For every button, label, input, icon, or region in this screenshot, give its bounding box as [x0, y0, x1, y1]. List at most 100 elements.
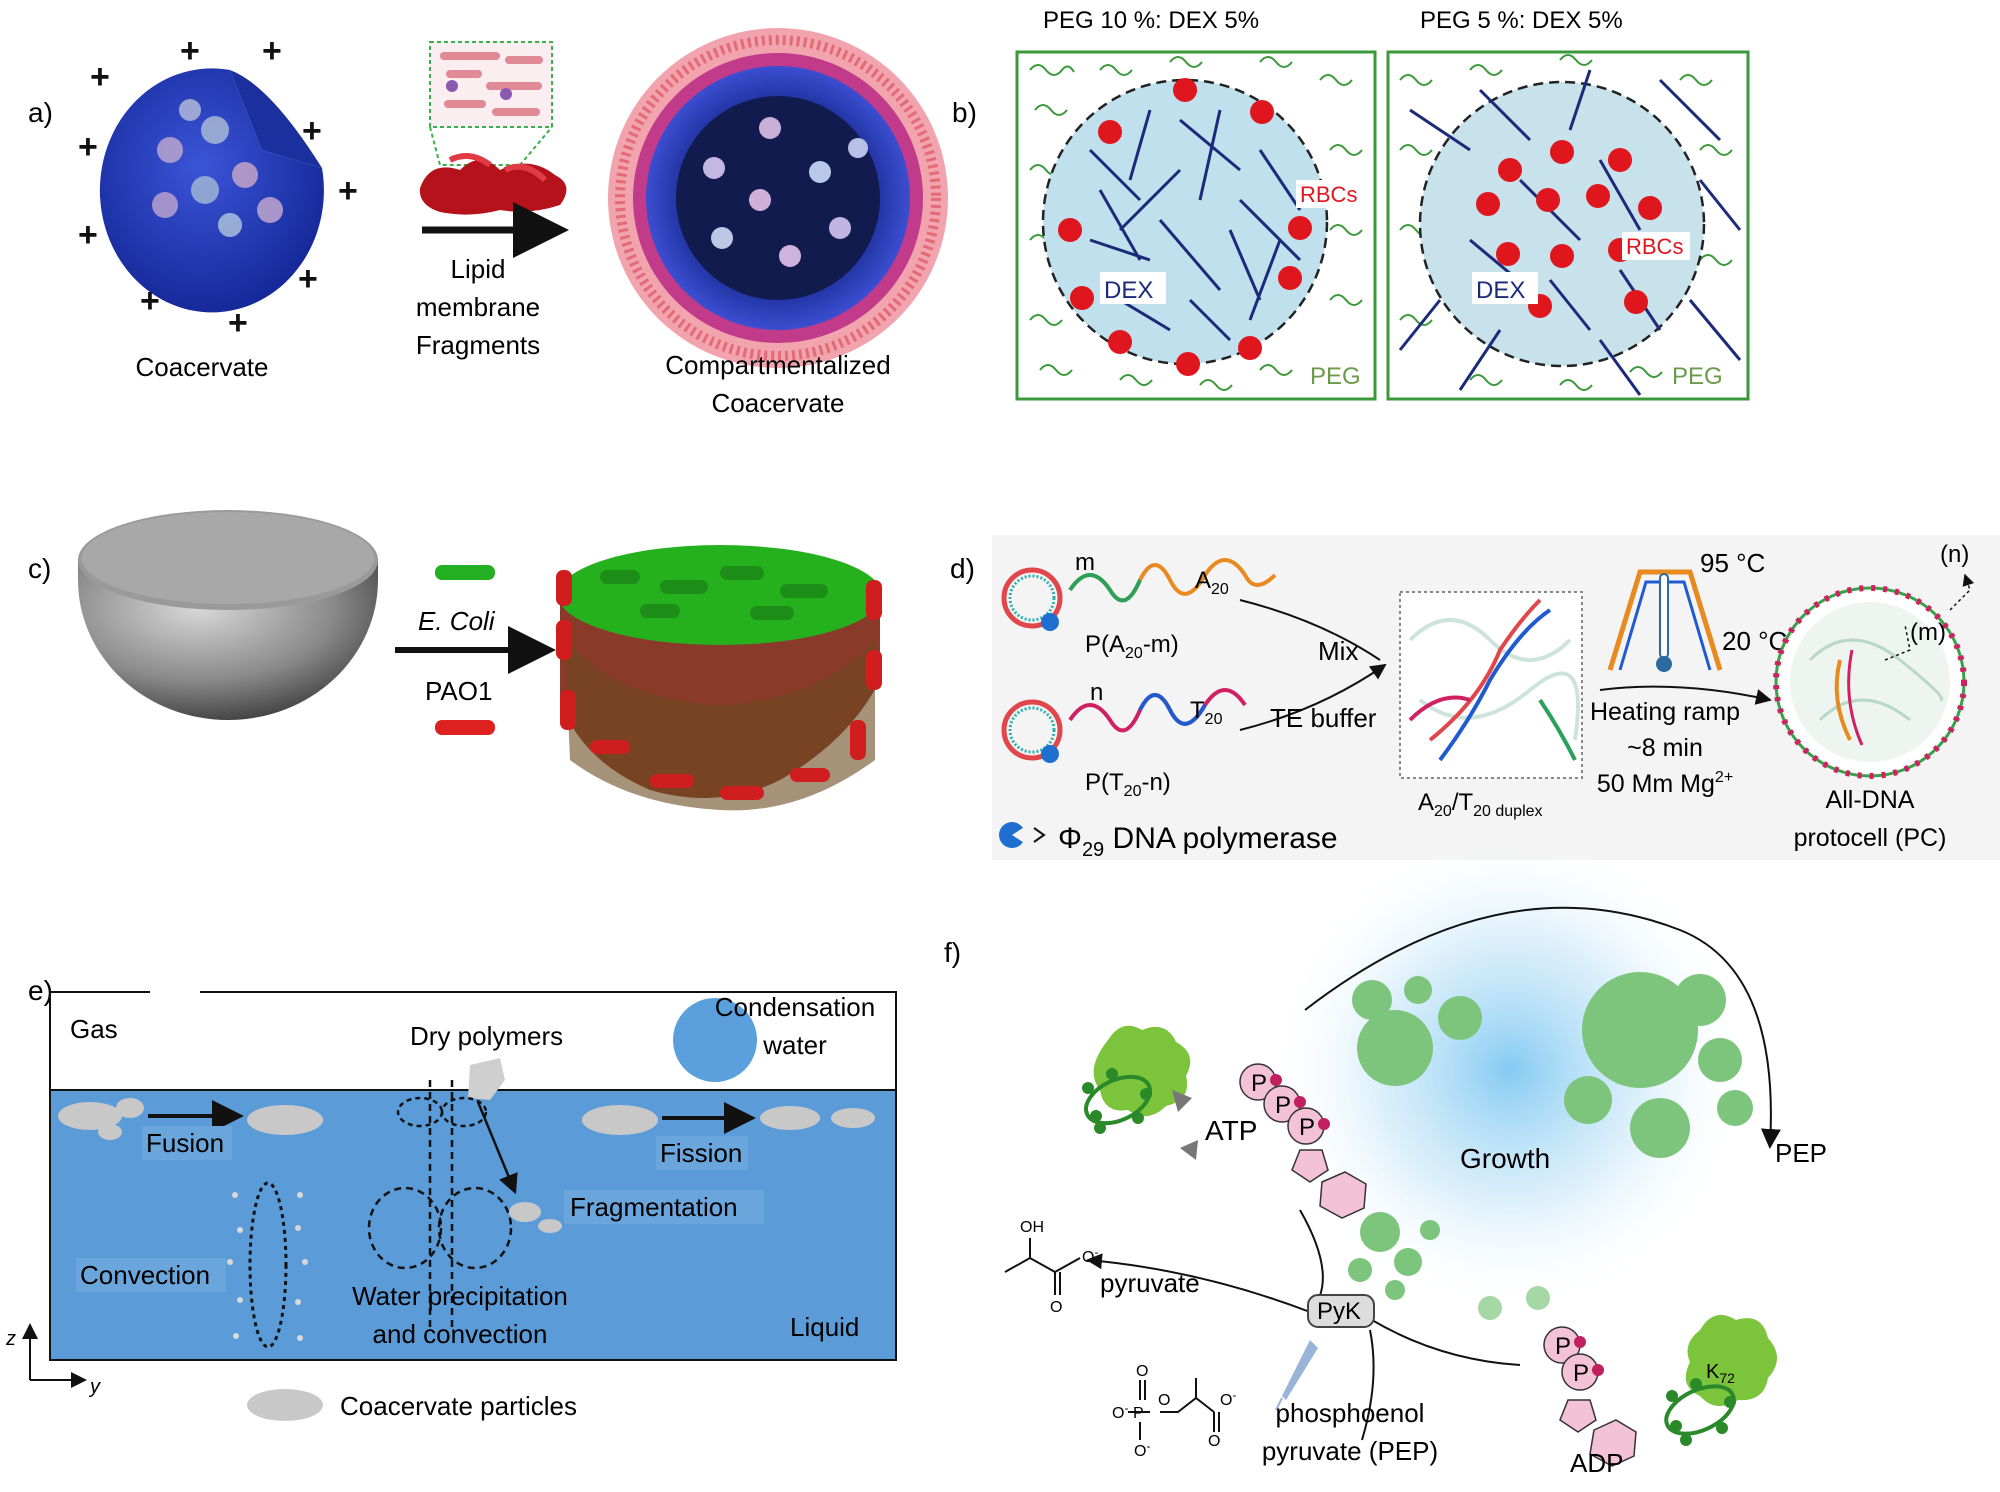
svg-text:phosphoenol: phosphoenol: [1276, 1398, 1425, 1428]
pep-right-label: PEP: [1775, 1138, 1827, 1168]
dex-label-right: DEX: [1476, 277, 1525, 304]
axis-indicator: [22, 1323, 87, 1388]
k72-coacervate-top: [1082, 1025, 1191, 1134]
svg-text:Compartmentalized: Compartmentalized: [665, 350, 890, 380]
pao1-icon: [435, 720, 495, 735]
pyk-label: PyK: [1317, 1298, 1361, 1325]
growth-arc: [1304, 906, 1781, 1149]
atp-molecule: P P P: [1239, 1063, 1367, 1219]
peg-label-left: PEG: [1310, 363, 1361, 390]
panel-d: d) m A20 P(A20-m) n T20 P(T20-n) Mix TE …: [950, 535, 2000, 861]
fusion-group: Fusion: [58, 1098, 323, 1160]
rbc-label-right: RBCs: [1626, 234, 1683, 259]
panel-c: c) E. Coli PAO1: [28, 510, 882, 811]
peg10-box: DEX RBCs PEG: [1015, 50, 1377, 401]
pep-caption: phosphoenol pyruvate (PEP): [1262, 1398, 1438, 1466]
fragmentation-label: Fragmentation: [570, 1192, 738, 1222]
svg-text:pyruvate (PEP): pyruvate (PEP): [1262, 1436, 1438, 1466]
svg-text:and convection: and convection: [373, 1319, 548, 1349]
rbcs-left: [1058, 78, 1312, 376]
panel-f-label: f): [944, 937, 961, 968]
pyruvate-o-minus: O-: [1082, 1245, 1098, 1266]
svg-text:P: P: [1275, 1092, 1291, 1119]
grey-hemisphere: [78, 510, 378, 720]
pep-structure: [1128, 1378, 1220, 1440]
svg-text:membrane: membrane: [416, 292, 540, 322]
svg-text:+: +: [298, 260, 318, 298]
peg5-box: DEX RBCs PEG: [1386, 50, 1750, 401]
panel-e-label: e): [28, 975, 53, 1006]
pyruvate-label: pyruvate: [1100, 1268, 1200, 1298]
atp-input-arrows: [1172, 1090, 1198, 1160]
strand-m-label: m: [1075, 549, 1095, 576]
product-a20-m: P(A20-m): [1085, 631, 1179, 662]
result-caption: Compartmentalized Coacervate: [665, 350, 890, 418]
lipid-fragment-zoom: [429, 41, 553, 166]
axis-z: z: [5, 1328, 16, 1350]
all-dna-protocell: [1773, 585, 1967, 779]
precipitation-group: [367, 1080, 518, 1330]
panel-b-left-title: PEG 10 %: DEX 5%: [1043, 7, 1259, 34]
adp-label: ADP: [1570, 1448, 1623, 1478]
ecoli-cluster: [600, 566, 828, 620]
svg-text:+: +: [78, 216, 98, 254]
svg-text:water: water: [762, 1030, 827, 1060]
fission-group: Fission: [582, 1102, 875, 1170]
pyruvate-oh: OH: [1020, 1219, 1044, 1236]
svg-text:P: P: [1299, 1114, 1315, 1141]
arrow-caption: Lipid membrane Fragments: [416, 254, 540, 360]
coacervate-inner-clusters: [152, 99, 283, 237]
pao1-label: PAO1: [425, 676, 492, 706]
protocell-label-n: (n): [1940, 541, 1969, 568]
compartmentalized-coacervate: [608, 28, 948, 368]
buffer-label: TE buffer: [1270, 703, 1377, 733]
svg-text:Lipid: Lipid: [451, 254, 506, 284]
legend-text: Coacervate particles: [340, 1391, 577, 1421]
svg-text:P: P: [1573, 1360, 1589, 1387]
lipid-membrane-fragments: [419, 153, 567, 215]
panel-b-right-title: PEG 5 %: DEX 5%: [1420, 7, 1623, 34]
pao1-cluster: [556, 570, 882, 800]
pep-o-carbonyl: O: [1208, 1433, 1220, 1450]
svg-text:+: +: [90, 58, 110, 96]
svg-text:Fusion: Fusion: [146, 1128, 224, 1158]
duplex-label: A20/T20 duplex: [1418, 789, 1543, 820]
mix-label: Mix: [1318, 636, 1358, 666]
svg-text:Water precipitation: Water precipitation: [352, 1281, 568, 1311]
pep-curve: [1361, 1329, 1375, 1441]
panel-c-label: c): [28, 553, 51, 584]
pep-o-bottom: O-: [1134, 1439, 1150, 1460]
coacervate-sphere: [99, 68, 324, 313]
svg-text:P: P: [1251, 1070, 1267, 1097]
bacterial-coated-hemisphere: [556, 545, 882, 811]
svg-text:Condensation: Condensation: [715, 992, 875, 1022]
panel-b-label: b): [952, 97, 977, 128]
positive-charges: + + + + + + + + + +: [78, 32, 358, 342]
svg-text:+: +: [338, 172, 358, 210]
panel-f: f) Growth PEP: [944, 830, 1827, 1478]
panel-d-label: d): [950, 553, 975, 584]
convection-group: Convection: [76, 1181, 308, 1349]
product-t20-n: P(T20-n): [1085, 769, 1171, 800]
temp-low: 20 °C: [1722, 626, 1787, 656]
svg-text:Convection: Convection: [80, 1260, 210, 1290]
template-circle-a: [1001, 567, 1063, 631]
dry-polymers-label: Dry polymers: [410, 1021, 563, 1051]
protocell-label-m: (m): [1910, 619, 1946, 646]
t20-label: T20: [1190, 697, 1223, 728]
svg-text:P: P: [1555, 1333, 1571, 1360]
pep-p: P: [1133, 1405, 1144, 1422]
growth-label: Growth: [1460, 1143, 1550, 1174]
panel-b: b) PEG 10 %: DEX 5% PEG 5 %: DEX 5%: [952, 7, 1750, 401]
svg-text:50 Mm Mg2+: 50 Mm Mg2+: [1597, 769, 1733, 798]
protocell-caption: All-DNA protocell (PC): [1794, 786, 1947, 852]
svg-text:~8 min: ~8 min: [1627, 734, 1703, 762]
svg-text:protocell (PC): protocell (PC): [1794, 824, 1947, 852]
k72-label: K72: [1706, 1361, 1735, 1386]
svg-text:All-DNA: All-DNA: [1826, 786, 1915, 814]
condensation-label: Condensation water: [715, 992, 875, 1060]
liquid-label: Liquid: [790, 1312, 859, 1342]
k72-coacervate-bottom: K72: [1664, 1314, 1777, 1446]
adp-molecule: P P: [1543, 1326, 1637, 1467]
svg-text:Fragments: Fragments: [416, 330, 540, 360]
